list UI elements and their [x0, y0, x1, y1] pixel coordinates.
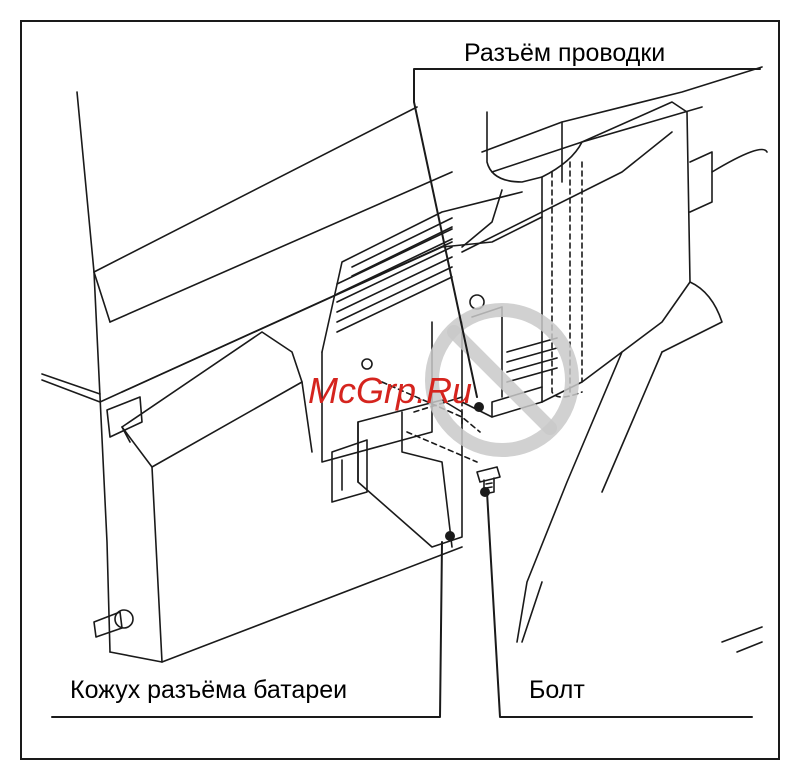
leader-wiring-dot — [475, 403, 483, 411]
bolt-label: Болт — [529, 678, 585, 703]
watermark-text: McGrp.Ru — [308, 370, 472, 412]
wiring-connector-label: Разъём проводки — [464, 41, 665, 66]
key — [94, 610, 133, 637]
leader-bolt-dot — [481, 488, 489, 496]
diagram-frame: Разъём проводки Кожух разъёма батареи Бо… — [20, 20, 780, 760]
leader-bolt — [487, 492, 752, 717]
leader-cover-dot — [446, 532, 454, 540]
leader-wiring — [414, 69, 760, 397]
battery-cover-label: Кожух разъёма батареи — [70, 678, 347, 703]
